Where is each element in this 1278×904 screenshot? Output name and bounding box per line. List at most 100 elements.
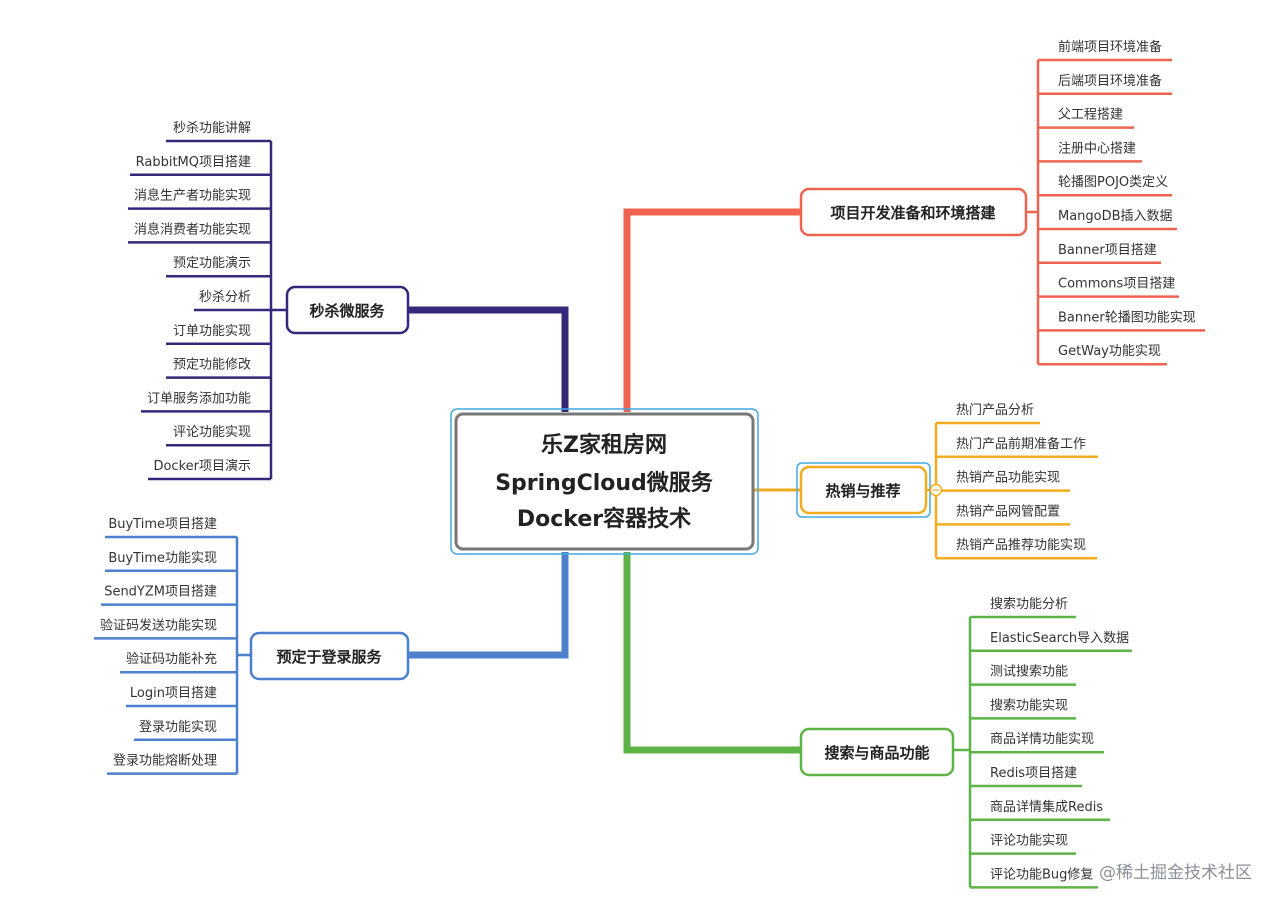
leaf-node-hot[interactable]: 热门产品分析	[936, 403, 1040, 425]
leaf-label: 测试搜索功能	[990, 665, 1068, 680]
center-node[interactable]: 乐Z家租房网 SpringCloud微服务 Docker容器技术	[450, 408, 759, 555]
branch-node-booking[interactable]: 预定于登录服务	[249, 631, 410, 681]
leaf-node-env[interactable]: 前端项目环境准备	[1038, 39, 1172, 62]
leaf-node-seckill[interactable]: 预定功能修改	[166, 358, 271, 379]
leaf-node-seckill[interactable]: 预定功能演示	[166, 255, 271, 278]
leaf-node-env[interactable]: GetWay功能实现	[1038, 344, 1167, 366]
leaf-label: 搜索功能分析	[990, 597, 1068, 612]
leaf-label: 评论功能实现	[173, 425, 251, 440]
leaf-label: ElasticSearch导入数据	[990, 631, 1129, 646]
leaf-node-seckill[interactable]: 消息生产者功能实现	[128, 188, 271, 210]
leaf-node-search[interactable]: Redis项目搭建	[970, 765, 1082, 788]
leaf-node-hot[interactable]: 热销产品推荐功能实现	[936, 538, 1097, 560]
leaf-node-search[interactable]: 商品详情功能实现	[970, 732, 1104, 754]
center-title-line2: SpringCloud微服务	[495, 470, 714, 496]
leaf-node-booking[interactable]: BuyTime功能实现	[105, 551, 237, 573]
leaf-label: 热门产品分析	[956, 403, 1034, 418]
leaf-label: 订单功能实现	[173, 324, 251, 339]
leaf-label: 父工程搭建	[1058, 107, 1123, 123]
leaf-label: 登录功能熔断处理	[113, 754, 217, 769]
branch-seckill-children: 秒杀功能讲解 RabbitMQ项目搭建消息生产者功能实现消息消费者功能实现预定功能…	[128, 121, 287, 481]
leaf-node-seckill[interactable]: 评论功能实现	[166, 425, 271, 447]
branch-node-seckill[interactable]: 秒杀微服务	[285, 285, 410, 335]
leaf-label: RabbitMQ项目搭建	[136, 154, 251, 170]
leaf-label: 秒杀分析	[199, 290, 251, 305]
leaf-label: 消息消费者功能实现	[134, 221, 251, 237]
center-title-line1: 乐Z家租房网	[541, 432, 667, 458]
leaf-node-search[interactable]: 搜索功能实现	[970, 698, 1076, 720]
leaf-label: BuyTime项目搭建	[108, 516, 217, 532]
leaf-node-env[interactable]: 父工程搭建	[1038, 107, 1134, 129]
leaf-node-seckill[interactable]: 订单功能实现	[166, 324, 271, 346]
leaf-node-hot[interactable]: 热销产品功能实现	[936, 471, 1070, 492]
leaf-node-seckill[interactable]: 秒杀分析	[194, 290, 271, 312]
leaf-label: 热销产品网管配置	[956, 504, 1060, 519]
leaf-node-env[interactable]: 注册中心搭建	[1038, 140, 1142, 163]
leaf-label: 轮播图POJO类定义	[1058, 175, 1168, 190]
leaf-node-hot[interactable]: 热门产品前期准备工作	[936, 436, 1098, 459]
branch-hot-children: 热门产品分析热门产品前期准备工作热销产品功能实现热销产品网管配置热销产品推荐功能…	[926, 403, 1098, 560]
leaf-label: SendYZM项目搭建	[104, 584, 217, 600]
leaf-label: 评论功能实现	[990, 834, 1068, 849]
collapse-toggle-icon[interactable]	[929, 483, 943, 497]
branch-title-seckill: 秒杀微服务	[309, 302, 385, 320]
leaf-label: 商品详情集成Redis	[990, 799, 1103, 815]
leaf-node-search[interactable]: ElasticSearch导入数据	[970, 631, 1132, 653]
leaf-node-seckill[interactable]: 秒杀功能讲解	[166, 121, 271, 143]
leaf-node-search[interactable]: 评论功能实现	[970, 834, 1076, 855]
leaf-node-booking[interactable]: 验证码功能补充	[120, 651, 237, 674]
leaf-label: Login项目搭建	[130, 685, 217, 701]
leaf-node-env[interactable]: 后端项目环境准备	[1038, 73, 1172, 96]
branch-node-env[interactable]: 项目开发准备和环境搭建	[799, 187, 1028, 237]
leaf-label: Banner轮播图功能实现	[1058, 310, 1196, 325]
connector-seckill	[408, 306, 569, 412]
branch-title-search: 搜索与商品功能	[824, 744, 929, 762]
leaf-node-seckill[interactable]: 消息消费者功能实现	[128, 221, 271, 244]
leaf-node-booking[interactable]: 验证码发送功能实现	[94, 617, 237, 640]
leaf-label: 热门产品前期准备工作	[956, 436, 1086, 452]
leaf-node-search[interactable]: 搜索功能分析	[970, 597, 1076, 619]
leaf-node-booking[interactable]: 登录功能实现	[134, 720, 237, 742]
branch-title-hot: 热销与推荐	[825, 482, 900, 500]
connector-booking	[408, 552, 569, 659]
leaf-node-seckill[interactable]: Docker项目演示	[148, 458, 271, 481]
leaf-node-booking[interactable]: 登录功能熔断处理	[107, 754, 237, 775]
leaf-label: 秒杀功能讲解	[173, 121, 251, 136]
leaf-label: 后端项目环境准备	[1058, 73, 1162, 89]
leaf-node-hot[interactable]: 热销产品网管配置	[936, 504, 1070, 526]
center-title-line3: Docker容器技术	[517, 506, 691, 532]
leaf-label: MangoDB插入数据	[1058, 209, 1173, 224]
branch-node-search[interactable]: 搜索与商品功能	[799, 727, 955, 777]
leaf-node-search[interactable]: 测试搜索功能	[970, 665, 1076, 686]
branch-title-booking: 预定于登录服务	[276, 648, 382, 666]
leaf-label: BuyTime功能实现	[108, 551, 217, 566]
leaf-node-env[interactable]: Commons项目搭建	[1038, 276, 1179, 298]
leaf-label: 商品详情功能实现	[990, 732, 1094, 747]
leaf-node-env[interactable]: Banner轮播图功能实现	[1038, 310, 1205, 332]
leaf-label: 热销产品推荐功能实现	[956, 538, 1086, 553]
leaf-label: Redis项目搭建	[990, 765, 1077, 781]
leaf-node-booking[interactable]: Login项目搭建	[126, 685, 237, 708]
leaf-label: 预定功能修改	[173, 358, 251, 373]
leaf-node-seckill[interactable]: RabbitMQ项目搭建	[130, 154, 271, 177]
watermark: @稀土掘金技术社区	[1099, 863, 1252, 883]
leaf-label: Commons项目搭建	[1058, 276, 1175, 292]
leaf-node-search[interactable]: 商品详情集成Redis	[970, 799, 1110, 822]
leaf-node-booking[interactable]: SendYZM项目搭建	[101, 584, 237, 606]
leaf-node-booking[interactable]: BuyTime项目搭建	[105, 516, 237, 539]
leaf-label: 前端项目环境准备	[1058, 39, 1162, 55]
leaf-node-env[interactable]: MangoDB插入数据	[1038, 209, 1177, 231]
branch-node-hot[interactable]: 热销与推荐	[796, 462, 931, 518]
leaf-label: 验证码功能补充	[126, 651, 217, 667]
leaf-node-env[interactable]: 轮播图POJO类定义	[1038, 175, 1172, 197]
leaf-label: Banner项目搭建	[1058, 242, 1157, 258]
leaf-label: 登录功能实现	[139, 720, 217, 735]
branch-booking-children: BuyTime项目搭建 BuyTime功能实现 SendYZM项目搭建验证码发送功能…	[94, 516, 251, 775]
leaf-node-seckill[interactable]: 订单服务添加功能	[141, 390, 271, 413]
leaf-node-search[interactable]: 评论功能Bug修复	[970, 867, 1098, 889]
leaf-node-env[interactable]: Banner项目搭建	[1038, 242, 1161, 265]
leaf-label: GetWay功能实现	[1058, 344, 1161, 359]
leaf-label: 注册中心搭建	[1058, 140, 1136, 156]
leaf-label: 消息生产者功能实现	[134, 188, 251, 204]
